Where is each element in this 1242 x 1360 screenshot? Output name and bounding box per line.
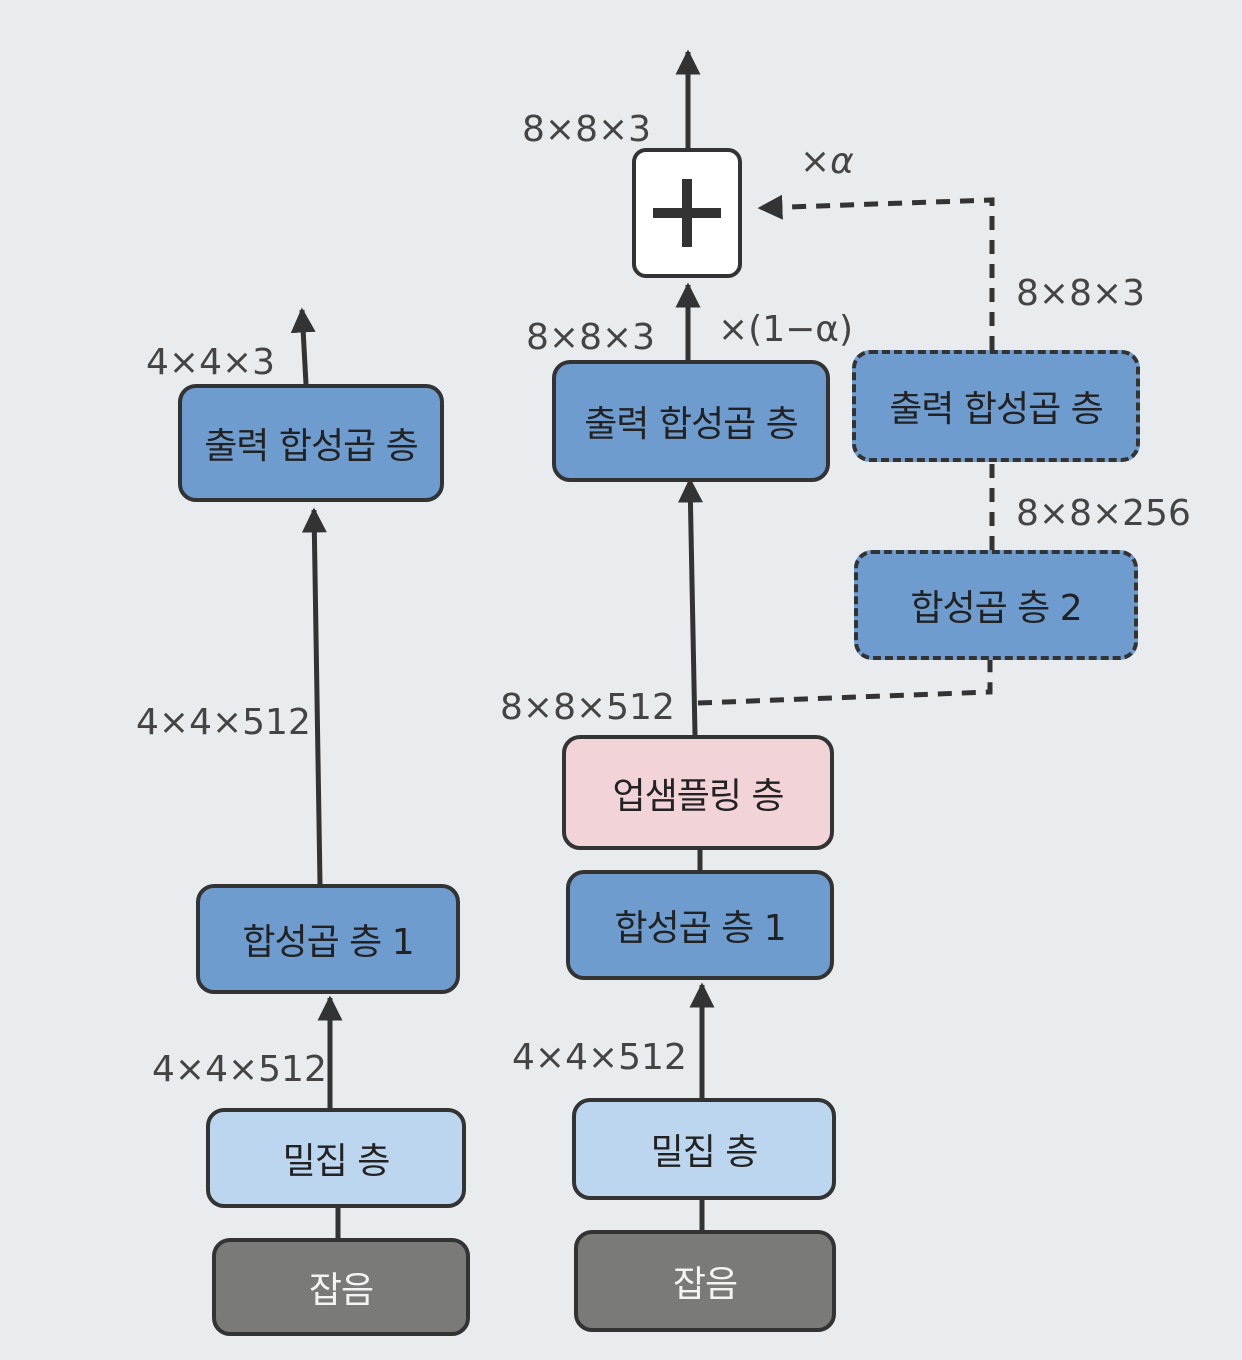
output-conv-label-new: 출력 합성곱 층 xyxy=(889,389,1104,430)
upsample-output-shape: 8×8×512 xyxy=(500,687,675,728)
noise-box-left: 잡음 xyxy=(212,1238,470,1336)
arrow-output-left xyxy=(290,307,316,385)
dense-layer-box-right: 밀집 층 xyxy=(572,1098,836,1200)
conv2-output-shape: 8×8×256 xyxy=(1016,493,1191,534)
output-conv-box-left: 출력 합성곱 층 xyxy=(178,384,444,502)
output-conv-box-right: 출력 합성곱 층 xyxy=(552,360,830,482)
output-shape-left: 4×4×3 xyxy=(146,342,276,383)
weight-alpha: ×α xyxy=(800,141,854,182)
sum-output-shape: 8×8×3 xyxy=(522,109,652,150)
output-conv-box-new: 출력 합성곱 층 xyxy=(852,350,1140,462)
conv1-output-shape-left: 4×4×512 xyxy=(136,702,311,743)
arrow-upsample-to-output-conv xyxy=(677,477,703,736)
noise-label-right: 잡음 xyxy=(672,1264,738,1305)
output-conv-label-right: 출력 합성곱 층 xyxy=(584,404,799,445)
conv1-box-right: 합성곱 층 1 xyxy=(566,870,834,980)
dashed-output-conv-to-sum xyxy=(757,194,995,350)
upsample-label: 업샘플링 층 xyxy=(612,775,784,817)
noise-label-left: 잡음 xyxy=(308,1270,374,1311)
output-conv-shape-new: 8×8×3 xyxy=(1016,273,1146,314)
conv1-label-left: 합성곱 층 1 xyxy=(242,922,414,963)
dense-label-right: 밀집 층 xyxy=(650,1132,759,1173)
sum-node xyxy=(632,148,742,278)
arrow-conv1-to-output-left xyxy=(301,507,327,885)
weight-one-minus-alpha: ×(1−α) xyxy=(718,309,854,350)
dense-label-left: 밀집 층 xyxy=(282,1141,391,1182)
upsample-box: 업샘플링 층 xyxy=(562,735,834,850)
output-conv-label-left: 출력 합성곱 층 xyxy=(204,426,419,467)
conv2-box: 합성곱 층 2 xyxy=(854,550,1138,660)
conv1-label-right: 합성곱 층 1 xyxy=(614,908,786,949)
conv1-box-left: 합성곱 층 1 xyxy=(196,884,460,994)
dense-output-shape-left: 4×4×512 xyxy=(152,1049,327,1090)
dense-output-shape-right: 4×4×512 xyxy=(512,1037,687,1078)
conv2-label: 합성곱 층 2 xyxy=(910,588,1082,629)
dashed-branch-to-conv2 xyxy=(697,660,993,706)
plus-icon xyxy=(653,179,721,247)
dense-layer-box-left: 밀집 층 xyxy=(206,1108,466,1208)
output-conv-shape-right: 8×8×3 xyxy=(526,317,656,358)
noise-box-right: 잡음 xyxy=(574,1230,836,1332)
